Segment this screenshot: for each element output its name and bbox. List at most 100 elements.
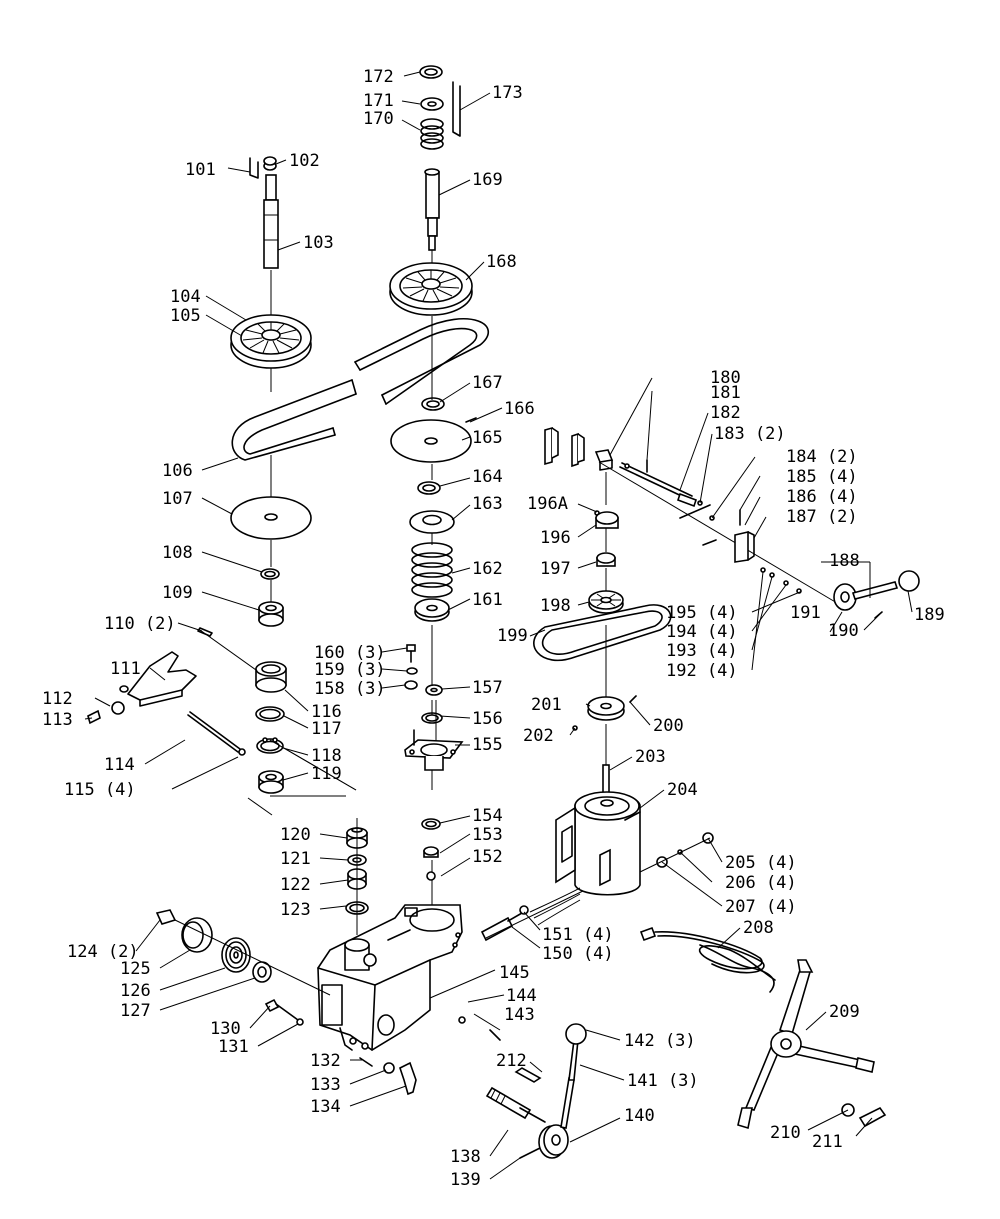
part-130-bolt bbox=[264, 998, 299, 1021]
bracket-lines-120 bbox=[247, 797, 273, 816]
part-117-retaining-ring bbox=[255, 706, 285, 722]
part-200-screw bbox=[629, 695, 637, 703]
centerline-motor-fasteners bbox=[639, 837, 711, 873]
part-197-bushing bbox=[596, 552, 616, 567]
part-163-flange bbox=[409, 510, 455, 534]
callout-158: 158 (3) bbox=[314, 679, 386, 699]
part-110-pin bbox=[197, 627, 213, 637]
part-124-nut bbox=[155, 909, 177, 925]
part-111-bracket bbox=[119, 651, 197, 707]
part-138-pinion-shaft bbox=[485, 1086, 546, 1123]
part-191-hub bbox=[833, 583, 857, 611]
callout-193: 193 (4) bbox=[666, 641, 738, 661]
callout-157: 157 bbox=[472, 678, 503, 698]
callout-210: 210 bbox=[770, 1123, 801, 1143]
part-189-knob bbox=[898, 570, 920, 592]
part-104-105-pulley bbox=[230, 314, 312, 369]
callout-108: 108 bbox=[162, 543, 193, 563]
callout-191: 191 bbox=[790, 603, 821, 623]
part-158-nut bbox=[404, 680, 418, 690]
callout-185: 185 (4) bbox=[786, 467, 858, 487]
part-160-screw bbox=[406, 644, 416, 663]
part-140-hub bbox=[538, 1124, 569, 1159]
callout-111: 111 bbox=[110, 659, 141, 679]
part-196-nut bbox=[595, 511, 619, 529]
callout-125: 125 bbox=[120, 959, 151, 979]
callout-161: 161 bbox=[472, 590, 503, 610]
part-208-power-cord bbox=[639, 926, 776, 993]
callout-143: 143 bbox=[504, 1005, 535, 1025]
part-182-183-fasteners bbox=[624, 459, 703, 506]
callout-109: 109 bbox=[162, 583, 193, 603]
callout-145: 145 bbox=[499, 963, 530, 983]
callout-166: 166 bbox=[504, 399, 535, 419]
callout-134: 134 bbox=[310, 1097, 341, 1117]
part-184-187-guard-bracket bbox=[679, 504, 755, 563]
callout-140: 140 bbox=[624, 1106, 655, 1126]
part-162-spring bbox=[411, 542, 453, 598]
part-132-pin bbox=[359, 1057, 373, 1067]
callout-200: 200 bbox=[653, 716, 684, 736]
callout-156: 156 bbox=[472, 709, 503, 729]
callout-102: 102 bbox=[289, 151, 320, 171]
part-151-washer bbox=[519, 905, 529, 915]
part-152-ring bbox=[426, 871, 436, 881]
callout-121: 121 bbox=[280, 849, 311, 869]
leader-lines bbox=[84, 71, 913, 1180]
callout-182: 182 bbox=[710, 403, 741, 423]
part-165-disc bbox=[390, 419, 472, 463]
part-192-195-washers bbox=[760, 567, 802, 594]
callout-188: 188 bbox=[829, 551, 860, 571]
part-139-pin bbox=[519, 1147, 541, 1159]
part-154-ring bbox=[421, 818, 441, 830]
part-173-key bbox=[452, 81, 461, 137]
callout-154: 154 bbox=[472, 806, 503, 826]
part-172-clip bbox=[419, 65, 443, 79]
callout-113: 113 bbox=[42, 710, 73, 730]
part-153-bushing bbox=[423, 846, 439, 858]
callout-151: 151 (4) bbox=[542, 925, 614, 945]
callout-186: 186 (4) bbox=[786, 487, 858, 507]
callout-172: 172 bbox=[363, 67, 394, 87]
part-119-bearing bbox=[258, 770, 284, 794]
callout-196a: 196A bbox=[527, 494, 568, 514]
callout-117: 117 bbox=[311, 719, 342, 739]
part-114-rod bbox=[187, 711, 241, 753]
part-170-spring bbox=[420, 118, 444, 150]
part-171-washer bbox=[420, 97, 444, 111]
callout-197: 197 bbox=[540, 559, 571, 579]
part-113-screw bbox=[87, 709, 101, 725]
part-118-retaining-ring bbox=[256, 737, 284, 754]
part-169-quill-shaft bbox=[424, 168, 440, 251]
callout-212: 212 bbox=[496, 1051, 527, 1071]
callout-138: 138 bbox=[450, 1147, 481, 1167]
part-168-pulley bbox=[389, 262, 473, 316]
part-198-pulley bbox=[588, 590, 624, 614]
part-145-head-casting bbox=[317, 904, 463, 1051]
callout-160: 160 (3) bbox=[314, 643, 386, 663]
callout-202: 202 bbox=[523, 726, 554, 746]
part-115-screw bbox=[238, 748, 246, 756]
callout-194: 194 (4) bbox=[666, 622, 738, 642]
centerline-124-127 bbox=[174, 919, 331, 996]
callout-131: 131 bbox=[218, 1037, 249, 1057]
part-159-washer bbox=[406, 667, 418, 675]
part-103-shaft bbox=[263, 174, 279, 269]
callout-112: 112 bbox=[42, 689, 73, 709]
part-167-clip bbox=[421, 397, 445, 411]
callout-163: 163 bbox=[472, 494, 503, 514]
callout-130: 130 bbox=[210, 1019, 241, 1039]
callout-165: 165 bbox=[472, 428, 503, 448]
part-181-rod bbox=[619, 462, 698, 508]
callout-142: 142 (3) bbox=[624, 1031, 696, 1051]
callout-199: 199 bbox=[497, 626, 528, 646]
callout-122: 122 bbox=[280, 875, 311, 895]
callout-187: 187 (2) bbox=[786, 507, 858, 527]
callout-206: 206 (4) bbox=[725, 873, 797, 893]
callout-labels: 101 102 103 104 105 106 107 108 109 110 … bbox=[42, 67, 945, 1190]
part-126-spring bbox=[221, 937, 251, 973]
callout-171: 171 bbox=[363, 91, 394, 111]
callout-101: 101 bbox=[185, 160, 216, 180]
callout-204: 204 bbox=[667, 780, 698, 800]
